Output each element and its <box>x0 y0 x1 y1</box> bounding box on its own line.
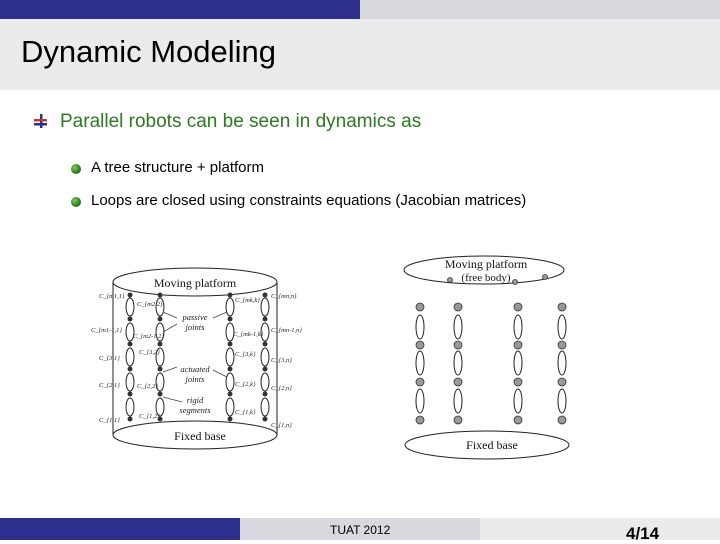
label-c-2-2: C_{2,2} <box>137 383 158 390</box>
label-c-2-k: C_{2,k} <box>235 381 256 388</box>
chain-1 <box>125 297 135 417</box>
sub-bullet-2: Loops are closed using constraints equat… <box>91 192 527 209</box>
annotation-joints-1: joints <box>185 322 206 332</box>
robot-bullet-icon <box>34 114 47 128</box>
label-c-m2-1-2: C_{m2-1,2} <box>133 333 164 340</box>
main-bullet: Parallel robots can be seen in dynamics … <box>60 111 422 132</box>
chain-c <box>513 314 523 414</box>
free-platform-label: Moving platform <box>445 257 528 271</box>
chain-a <box>415 314 425 414</box>
chain-d <box>557 314 567 414</box>
label-c-1-1: C_{1,1} <box>99 417 120 424</box>
label-c-mn-n: C_{mn,n} <box>271 293 297 300</box>
annotation-joints-2: joints <box>185 374 206 384</box>
annotation-rigid: rigid <box>187 395 204 405</box>
free-platform-shape <box>403 255 565 285</box>
annotation-passive: passive <box>181 312 207 322</box>
label-c-mk-k: C_{mk,k} <box>235 297 260 304</box>
sub-bullet-dot <box>71 197 81 207</box>
label-c-mk-1-k: C_{mk-1,k} <box>233 331 264 338</box>
label-c-2-n: C_{2,n} <box>271 385 292 392</box>
tree-structure-diagram: Moving platform Fixed base passive joint… <box>91 267 302 450</box>
title-band <box>0 19 720 90</box>
free-platform-sublabel: (free body) <box>461 272 511 284</box>
tree-platform-label: Moving platform <box>154 276 237 290</box>
label-c-1-n: C_{1,n} <box>271 422 292 429</box>
label-c-2-1: C_{2,1} <box>99 382 120 389</box>
tree-base-label: Fixed base <box>174 429 226 443</box>
page-number: 4/14 <box>626 524 660 543</box>
free-body-diagram: Moving platform (free body) Fixed base <box>403 255 570 460</box>
chain-3 <box>225 297 235 417</box>
free-base-shape <box>404 430 570 460</box>
label-c-mn-1-n: C_{mn-1,n} <box>271 327 302 334</box>
label-c-m2-2: C_{m2,2} <box>137 301 163 308</box>
label-c-1-k: C_{1,k} <box>235 409 256 416</box>
label-c-m1-1-1: C_{m1-1,1} <box>91 327 122 334</box>
label-c-3-k: C_{3,k} <box>235 351 256 358</box>
footer-bar-right <box>480 518 720 540</box>
chain-4 <box>260 297 270 417</box>
label-c-3-2: C_{3,2} <box>139 349 160 356</box>
sub-bullet-dot <box>71 164 81 174</box>
footer-label: TUAT 2012 <box>330 523 391 537</box>
annotation-actuated: actuated <box>180 364 210 374</box>
sub-bullet-1: A tree structure + platform <box>91 159 264 176</box>
label-c-3-1: C_{3,1} <box>99 355 120 362</box>
free-base-label: Fixed base <box>466 438 518 452</box>
label-c-m1-1: C_{m1,1} <box>99 293 125 300</box>
chain-b <box>453 314 463 414</box>
footer-bar-middle <box>240 518 480 540</box>
top-bar-right <box>360 0 720 19</box>
annotation-segments: segments <box>179 405 211 415</box>
slide-title: Dynamic Modeling <box>21 34 276 69</box>
chain-2 <box>155 297 165 417</box>
footer-bar-left <box>0 518 240 540</box>
label-c-1-2: C_{1,2} <box>139 413 160 420</box>
label-c-3-n: C_{3,n} <box>271 357 292 364</box>
top-bar-left <box>0 0 360 19</box>
